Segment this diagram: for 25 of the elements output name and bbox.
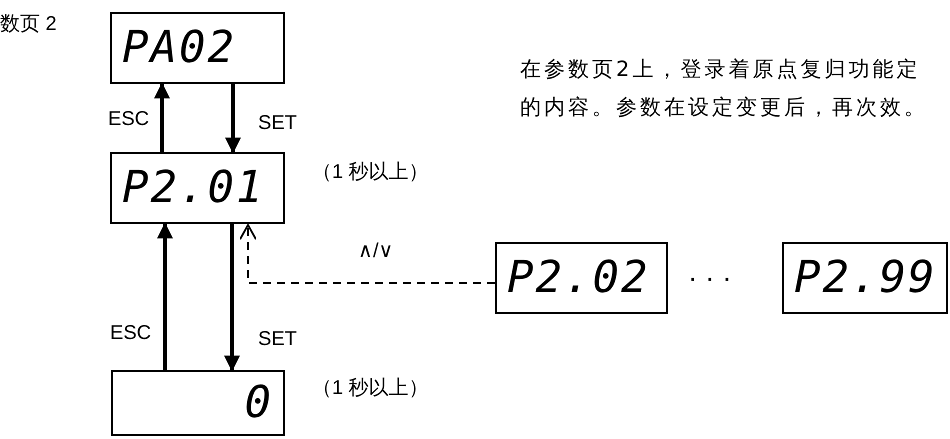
edge-label: SET — [258, 328, 297, 351]
edge-label: SET — [258, 112, 297, 135]
arrow — [224, 224, 240, 372]
display-box — [111, 370, 285, 436]
arrow — [157, 222, 173, 370]
display-box — [495, 242, 668, 314]
edge-label: ∧/∨ — [358, 239, 394, 263]
arrow — [225, 84, 241, 154]
display-readout: P2.02 — [507, 256, 650, 300]
note-text: （1 秒以上） — [312, 160, 429, 185]
description-paragraph: 在参数页2上，登录着原点复归功能定的内容。参数在设定变更后，再次效。 — [520, 56, 929, 121]
arrow — [154, 82, 170, 152]
display-box — [110, 152, 285, 224]
edge-label: ESC — [108, 108, 150, 131]
heading-text: 数页 2 — [0, 12, 57, 37]
display-readout: P2.99 — [794, 256, 936, 300]
ellipsis-dots: · · · — [688, 262, 732, 294]
display-box — [782, 242, 948, 314]
display-readout: 0 — [244, 381, 273, 425]
note-text: （1 秒以上） — [312, 376, 429, 401]
display-box — [110, 12, 285, 84]
dashed-arrow — [239, 224, 495, 284]
display-readout: P2.01 — [122, 166, 264, 210]
edge-label: ESC — [110, 322, 152, 345]
display-readout: PA02 — [122, 26, 236, 70]
